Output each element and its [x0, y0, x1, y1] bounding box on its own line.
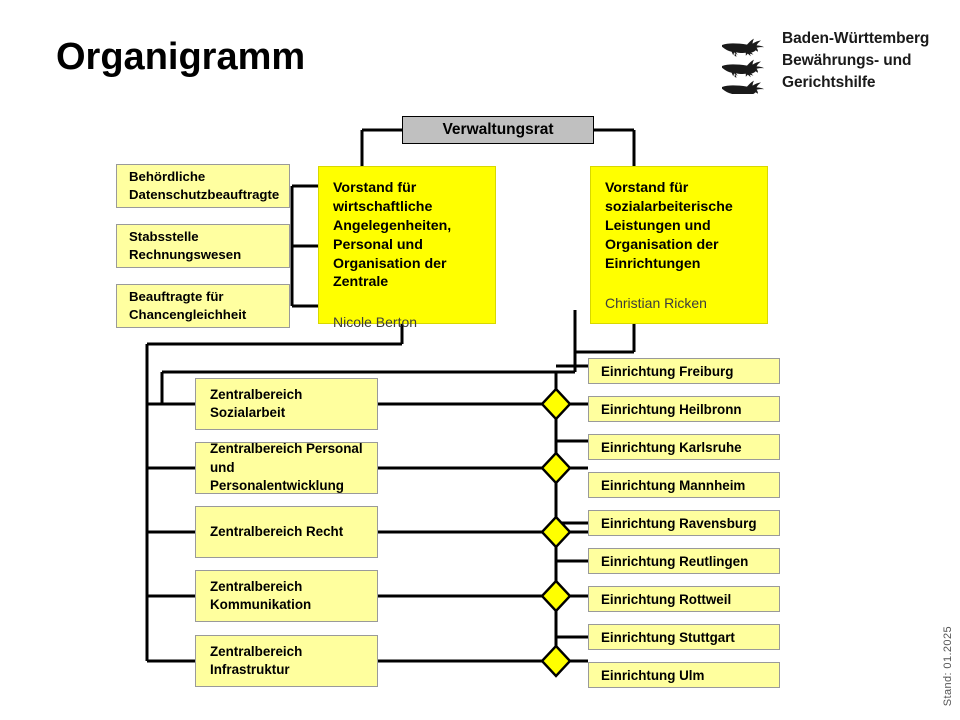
vorstand-wirtschaft-person: Nicole Berton	[333, 314, 418, 331]
einrichtung-heilbronn-label: Einrichtung Heilbronn	[601, 401, 742, 417]
einrichtung-rottweil-label: Einrichtung Rottweil	[601, 591, 732, 607]
node-beauftragte-chancengleichheit[interactable]: Beauftragte für Chancengleichheit	[116, 284, 290, 328]
node-einrichtung-reutlingen[interactable]: Einrichtung Reutlingen	[588, 548, 780, 574]
einrichtung-ravensburg-label: Einrichtung Ravensburg	[601, 515, 757, 531]
einrichtung-ulm-label: Einrichtung Ulm	[601, 667, 705, 683]
node-zentralbereich-personal[interactable]: Zentralbereich Personal und Personalentw…	[195, 441, 378, 494]
junction-diamond	[540, 387, 572, 421]
node-einrichtung-stuttgart[interactable]: Einrichtung Stuttgart	[588, 624, 780, 650]
stabsstelle-rechnungswesen-label: Stabsstelle Rechnungswesen	[129, 228, 242, 262]
vorstand-wirtschaft-title: Vorstand für wirtschaftliche Angelegenhe…	[333, 180, 452, 291]
node-zentralbereich-kommunikation[interactable]: Zentralbereich Kommunikation	[195, 570, 378, 622]
junction-diamond	[540, 515, 572, 549]
node-vorstand-wirtschaft[interactable]: Vorstand für wirtschaftliche Angelegenhe…	[318, 166, 496, 330]
node-einrichtung-karlsruhe[interactable]: Einrichtung Karlsruhe	[588, 434, 780, 460]
einrichtung-karlsruhe-label: Einrichtung Karlsruhe	[601, 439, 742, 455]
baden-wuerttemberg-logo: Baden-Württemberg Bewährungs- und Gerich…	[718, 28, 948, 100]
vorstand-sozialarbeit-title: Vorstand für sozialarbeiterische Leistun…	[605, 180, 733, 272]
logo-line-1: Baden-Württemberg	[782, 30, 930, 47]
beauftragte-chancengleichheit-label: Beauftragte für Chancengleichheit	[129, 288, 247, 322]
node-zentralbereich-sozialarbeit[interactable]: Zentralbereich Sozialarbeit	[195, 378, 378, 430]
node-einrichtung-rottweil[interactable]: Einrichtung Rottweil	[588, 586, 780, 612]
zentralbereich-personal-label: Zentralbereich Personal und Personalentw…	[210, 441, 363, 494]
page-title: Organigramm	[56, 36, 306, 78]
zentralbereich-infrastruktur-label: Zentralbereich Infrastruktur	[210, 643, 303, 678]
logo-line-2: Bewährungs- und	[782, 52, 912, 69]
logo-wordmark: Baden-Württemberg Bewährungs- und Gerich…	[782, 28, 929, 94]
junction-diamond	[540, 644, 572, 678]
node-vorstand-sozialarbeit[interactable]: Vorstand für sozialarbeiterische Leistun…	[590, 166, 768, 324]
node-einrichtung-ravensburg[interactable]: Einrichtung Ravensburg	[588, 510, 780, 536]
einrichtung-stuttgart-label: Einrichtung Stuttgart	[601, 629, 735, 645]
zentralbereich-recht-label: Zentralbereich Recht	[210, 523, 344, 539]
datenschutzbeauftragte-label: Behördliche Datenschutzbeauftragte	[129, 168, 280, 202]
zentralbereich-kommunikation-label: Zentralbereich Kommunikation	[210, 578, 312, 613]
logo-line-3: Gerichtshilfe	[782, 74, 876, 91]
node-datenschutzbeauftragte[interactable]: Behördliche Datenschutzbeauftragte	[116, 164, 290, 208]
verwaltungsrat-label: Verwaltungsrat	[442, 121, 554, 138]
vorstand-sozialarbeit-person: Christian Ricken	[605, 295, 707, 312]
node-zentralbereich-recht[interactable]: Zentralbereich Recht	[195, 506, 378, 558]
einrichtung-freiburg-label: Einrichtung Freiburg	[601, 363, 734, 379]
node-einrichtung-ulm[interactable]: Einrichtung Ulm	[588, 662, 780, 688]
junction-diamond	[540, 579, 572, 613]
node-einrichtung-freiburg[interactable]: Einrichtung Freiburg	[588, 358, 780, 384]
einrichtung-reutlingen-label: Einrichtung Reutlingen	[601, 553, 749, 569]
node-einrichtung-heilbronn[interactable]: Einrichtung Heilbronn	[588, 396, 780, 422]
junction-diamond	[540, 451, 572, 485]
einrichtung-mannheim-label: Einrichtung Mannheim	[601, 477, 746, 493]
node-stabsstelle-rechnungswesen[interactable]: Stabsstelle Rechnungswesen	[116, 224, 290, 268]
node-zentralbereich-infrastruktur[interactable]: Zentralbereich Infrastruktur	[195, 635, 378, 687]
zentralbereich-sozialarbeit-label: Zentralbereich Sozialarbeit	[210, 386, 303, 421]
node-einrichtung-mannheim[interactable]: Einrichtung Mannheim	[588, 472, 780, 498]
node-verwaltungsrat[interactable]: Verwaltungsrat	[402, 116, 594, 144]
stand-date: Stand: 01.2025	[942, 625, 954, 706]
three-lions-coat-of-arms-icon	[722, 38, 764, 94]
